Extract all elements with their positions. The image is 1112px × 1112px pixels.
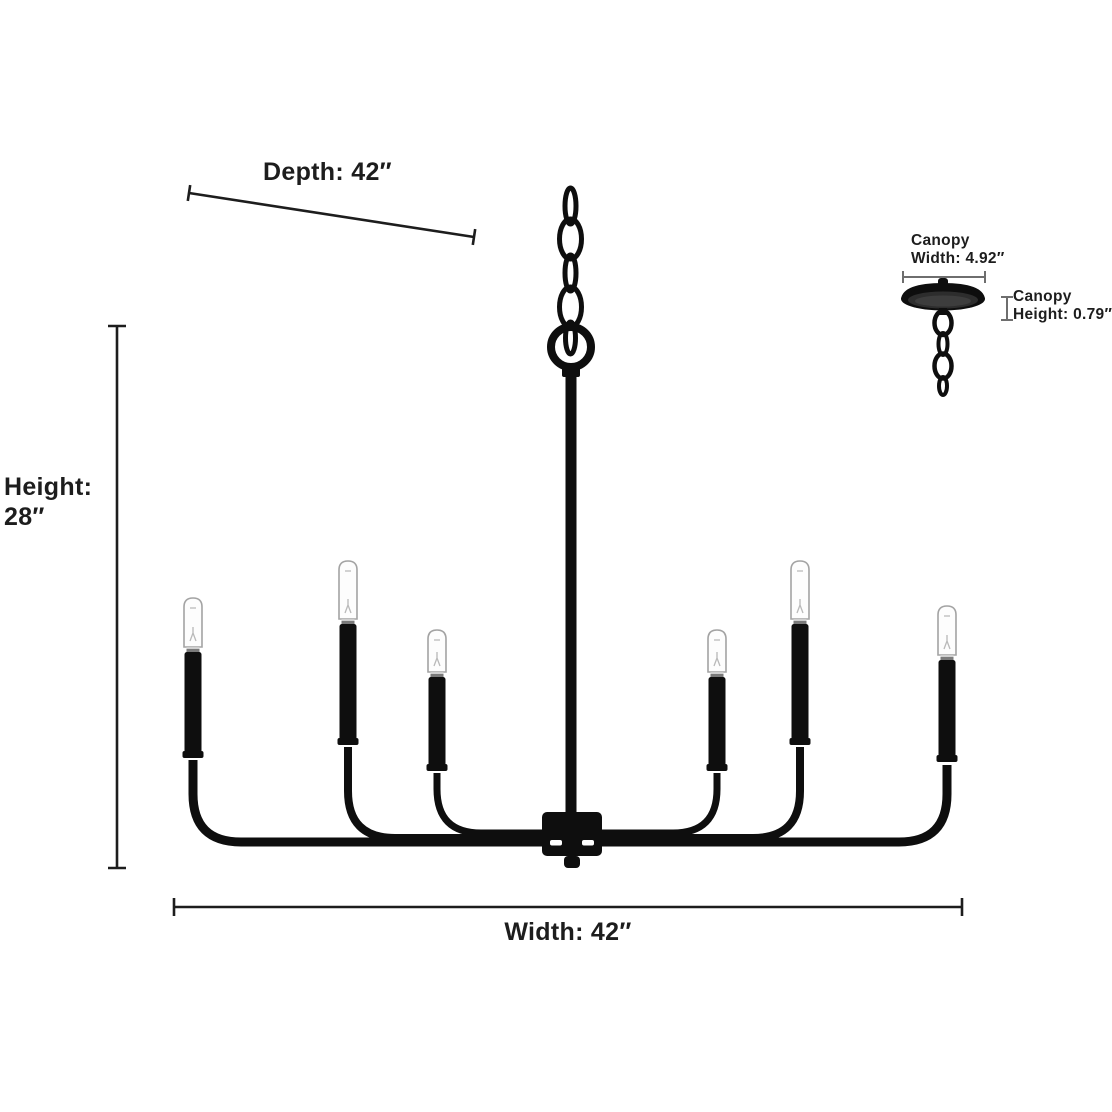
bulb-glass — [790, 560, 810, 620]
candle-sleeve-foot — [182, 751, 204, 758]
bulb-filament — [344, 570, 352, 614]
hub-body — [542, 812, 602, 856]
bulb-filament — [713, 639, 721, 667]
depth-dimension-line — [186, 184, 477, 246]
canopy-width-label-line2: Width: 4.92″ — [911, 249, 1005, 267]
center-hub — [542, 812, 602, 868]
canopy-height-label-line1: Canopy — [1013, 288, 1072, 305]
candle-sleeve-foot — [337, 738, 359, 745]
bulb-collar — [793, 621, 807, 625]
bulb-filament — [943, 615, 951, 650]
chain-link — [937, 375, 949, 397]
hub-highlight — [582, 840, 594, 846]
chain-link — [557, 216, 584, 262]
hub-finial — [564, 856, 580, 868]
chain-link — [932, 351, 954, 381]
chain-link — [563, 319, 578, 357]
canopy-width-dimension-line — [902, 271, 986, 283]
height-dimension-line — [108, 324, 126, 870]
left-back-arm — [344, 747, 572, 842]
bulb-collar — [940, 657, 954, 661]
depth-label: Depth: 42″ — [263, 158, 392, 186]
bulb-collar — [430, 674, 444, 678]
hanging-ring — [547, 323, 595, 371]
canopy-height-dimension-line — [1001, 296, 1013, 321]
height-label-line1: Height: — [4, 473, 93, 501]
candle-5 — [789, 560, 811, 745]
bulb-glass — [937, 605, 957, 656]
bulb-collar — [341, 619, 355, 621]
bulb-glass — [183, 597, 203, 648]
candle-4 — [706, 629, 728, 771]
candle-sleeve — [708, 677, 726, 770]
canopy-detail — [901, 271, 1013, 397]
width-label: Width: 42″ — [504, 918, 632, 946]
chain-link — [562, 252, 579, 294]
bulb-collar — [186, 649, 200, 653]
chain-link — [562, 185, 579, 227]
candle-sleeve-foot — [936, 755, 958, 762]
bulb-filament — [796, 570, 804, 614]
bulb-collar — [186, 647, 200, 649]
bulb-collar — [710, 674, 724, 678]
canopy-width-label-line1: Canopy — [911, 232, 970, 249]
candle-sleeve — [339, 624, 357, 744]
canopy-chain — [932, 308, 954, 397]
center-rod — [565, 374, 577, 816]
bulb-glass — [427, 629, 447, 673]
candle-sleeve-foot — [426, 764, 448, 771]
canopy-width-label: Canopy Width: 4.92″ — [911, 232, 1005, 268]
canopy-height-label-line2: Height: 0.79″ — [1013, 305, 1112, 323]
candle-2 — [337, 560, 359, 745]
bulb-collar — [940, 655, 954, 657]
hub-highlight — [550, 840, 562, 846]
height-label: Height: 28″ — [4, 473, 92, 532]
bulb-filament — [433, 639, 441, 667]
bulb-glass — [338, 560, 358, 620]
width-dimension-line — [172, 898, 964, 916]
candle-1 — [182, 597, 204, 758]
bulb-collar — [710, 672, 724, 674]
right-back-arm — [570, 747, 804, 842]
chandelier-drawing — [182, 185, 958, 868]
bulb-collar — [430, 672, 444, 674]
candle-6 — [936, 605, 958, 762]
hanging-chain — [557, 185, 584, 357]
canopy-height-label: Canopy Height: 0.79″ — [1013, 288, 1112, 324]
candle-sleeve-foot — [706, 764, 728, 771]
ring-collar — [562, 364, 580, 377]
candle-sleeve — [791, 624, 809, 744]
height-label-line2: 28″ — [4, 502, 45, 531]
bulb-glass — [707, 629, 727, 673]
candle-sleeve — [938, 660, 956, 762]
bulb-filament — [189, 607, 197, 642]
bulb-collar — [341, 621, 355, 625]
candle-sleeve — [184, 652, 202, 757]
candle-3 — [426, 629, 448, 771]
bulb-collar — [793, 619, 807, 621]
candle-sleeve — [428, 677, 446, 770]
canopy-underside-sheen — [915, 295, 971, 307]
candle-sleeve-foot — [789, 738, 811, 745]
